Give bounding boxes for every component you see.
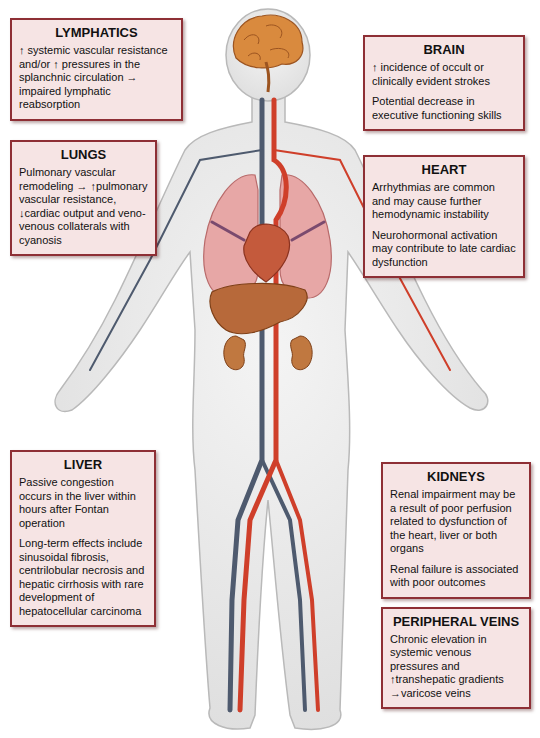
- organ-heading: LUNGS: [19, 147, 148, 163]
- organ-callout-box: HEART Arrhythmias are common and may caus…: [363, 155, 525, 278]
- effect-text: Renal failure is associated with poor ou…: [390, 563, 522, 590]
- effect-text: Pulmonary vascular remodeling → ↑pulmona…: [19, 166, 148, 247]
- effect-text: Potential decrease in executive function…: [372, 95, 516, 122]
- effect-text: Passive congestion occurs in the liver w…: [19, 476, 147, 530]
- effect-text: ↑ systemic vascular resistance and/or ↑ …: [19, 44, 174, 112]
- organ-callout-box: LIVER Passive congestion occurs in the li…: [10, 450, 156, 627]
- effect-text: Neurohormonal activation may contribute …: [372, 229, 516, 270]
- organ-heading: PERIPHERAL VEINS: [390, 614, 522, 630]
- organ-heading: HEART: [372, 162, 516, 178]
- kidney-organs: [224, 336, 312, 370]
- effect-text: Chronic elevation in systemic venous pre…: [390, 633, 522, 701]
- organ-callout-box: LUNGS Pulmonary vascular remodeling → ↑pu…: [10, 140, 157, 256]
- organ-heading: LIVER: [19, 457, 147, 473]
- organ-callout-box: PERIPHERAL VEINS Chronic elevation in sys…: [381, 607, 531, 710]
- effect-text: ↑ incidence of occult or clinically evid…: [372, 61, 516, 88]
- organ-callout-box: KIDNEYS Renal impairment may be a result …: [381, 462, 531, 599]
- lungs-organ: [204, 175, 332, 298]
- organ-heading: KIDNEYS: [390, 469, 522, 485]
- organ-callout-box: LYMPHATICS ↑ systemic vascular resistance…: [10, 18, 183, 121]
- brain-organ: [234, 15, 303, 92]
- liver-organ: [210, 283, 307, 333]
- organ-heading: BRAIN: [372, 42, 516, 58]
- heart-organ: [244, 224, 290, 282]
- effect-text: Arrhythmias are common and may cause fur…: [372, 181, 516, 222]
- organ-callout-box: BRAIN ↑ incidence of occult or clinically…: [363, 35, 525, 131]
- head: [226, 9, 310, 101]
- organ-heading: LYMPHATICS: [19, 25, 174, 41]
- effect-text: Renal impairment may be a result of poor…: [390, 488, 522, 556]
- effect-text: Long-term effects include sinusoidal fib…: [19, 537, 147, 618]
